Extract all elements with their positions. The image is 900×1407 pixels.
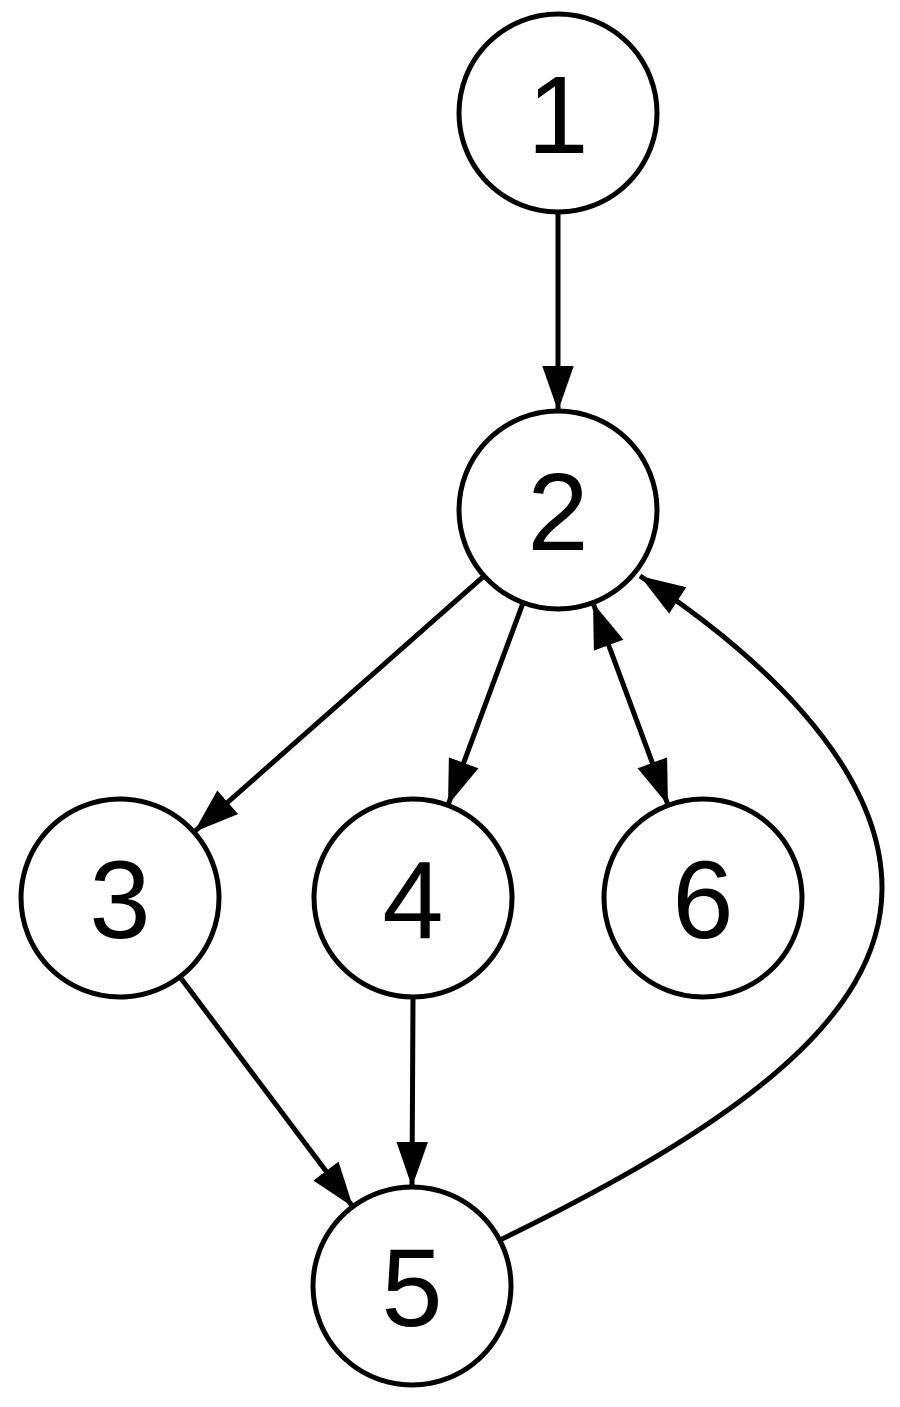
- edge-3-to-5: [178, 975, 355, 1209]
- edge-5-to-2: [498, 573, 885, 1243]
- node-5-circle: [310, 1184, 514, 1388]
- node-3-circle: [18, 796, 222, 1000]
- node-3-label: 3: [89, 839, 150, 962]
- graph-node-5: 5: [310, 1184, 514, 1388]
- node-4-label: 4: [382, 839, 443, 962]
- edge-4-to-5: [396, 996, 428, 1188]
- node-6-label: 6: [672, 839, 733, 962]
- edge-2-to-3: [192, 574, 486, 834]
- graph-node-2: 2: [456, 408, 660, 612]
- node-2-label: 2: [527, 451, 588, 574]
- graph-node-1: 1: [456, 11, 660, 215]
- graph-nodes: 1 2 3 4 5 6: [18, 11, 805, 1388]
- graph-node-4: 4: [311, 796, 515, 1000]
- edge-2-to-6-bidirectional: [590, 602, 671, 806]
- graph-edges: [178, 212, 885, 1243]
- graph-node-3: 3: [18, 796, 222, 1000]
- node-1-label: 1: [527, 54, 588, 177]
- node-5-label: 5: [381, 1227, 442, 1350]
- node-2-circle: [456, 408, 660, 612]
- edge-2-to-4: [445, 602, 526, 806]
- node-1-circle: [456, 11, 660, 215]
- node-4-circle: [311, 796, 515, 1000]
- graph-node-6: 6: [601, 796, 805, 1000]
- node-6-circle: [601, 796, 805, 1000]
